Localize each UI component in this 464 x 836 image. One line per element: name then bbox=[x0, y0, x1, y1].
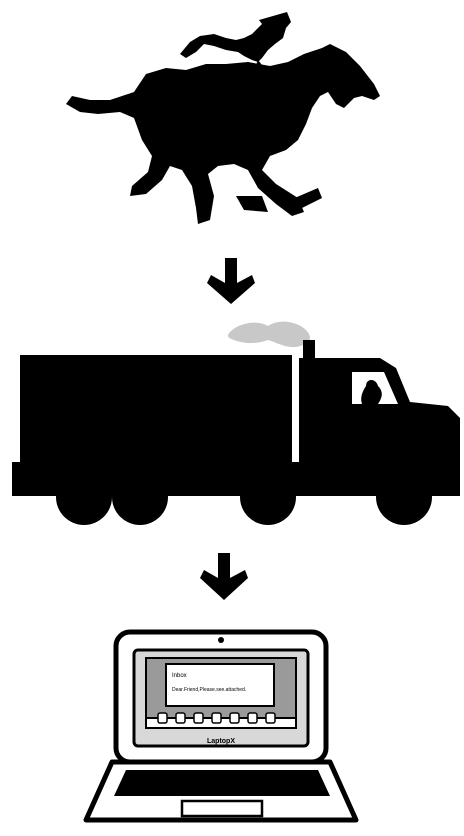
truck-wheel bbox=[376, 469, 432, 525]
dock-icons bbox=[158, 713, 275, 723]
pony-express-rider-icon bbox=[66, 12, 380, 224]
truck-wheel bbox=[56, 469, 112, 525]
truck-wheel bbox=[240, 469, 296, 525]
laptop-email-icon: Inbox Dear.Friend,Please.see.attached. L… bbox=[86, 632, 356, 820]
truck-wheel bbox=[112, 469, 168, 525]
laptop-trackpad bbox=[182, 801, 262, 816]
camera-dot bbox=[218, 637, 224, 643]
exhaust-smoke bbox=[228, 322, 310, 347]
laptop-brand-label: LaptopX bbox=[207, 738, 235, 745]
email-heading: Inbox bbox=[172, 673, 187, 679]
truck-trailer bbox=[20, 355, 292, 462]
down-arrow-icon bbox=[200, 553, 248, 600]
rider-silhouette bbox=[180, 12, 291, 62]
email-window bbox=[166, 664, 274, 706]
rear-hoof bbox=[236, 196, 268, 212]
horse-silhouette bbox=[66, 44, 380, 224]
delivery-truck-icon bbox=[12, 322, 460, 525]
laptop-keyboard bbox=[114, 770, 330, 796]
email-body: Dear.Friend,Please.see.attached. bbox=[172, 687, 246, 693]
down-arrow-icon bbox=[207, 258, 255, 304]
